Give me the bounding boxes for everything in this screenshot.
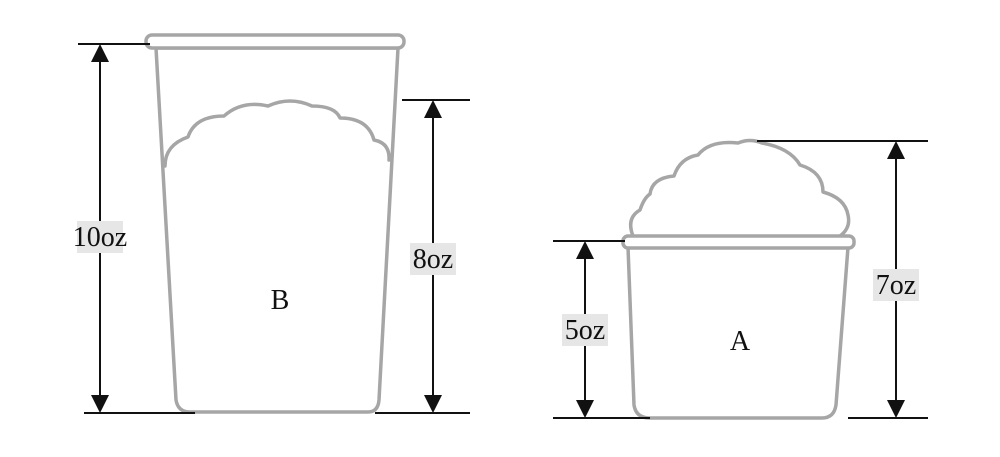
cup-b-height-label: 10oz <box>73 222 127 253</box>
cup-a-popcorn-top <box>628 138 851 238</box>
cup-b-rim <box>144 33 406 50</box>
cup-a-height-dimension: 5oz <box>553 240 650 419</box>
cup-b-popcorn-label-bg <box>410 243 456 275</box>
cup-b-height-label-bg <box>77 221 123 253</box>
up-arrow-icon <box>576 241 594 259</box>
cup-b-letter: B <box>271 285 290 316</box>
up-arrow-icon <box>424 100 442 118</box>
cup-a-popcorn-label-bg <box>873 269 919 301</box>
cup-b-height-dimension: 10oz <box>73 43 195 414</box>
cup-b: B <box>144 33 406 414</box>
down-arrow-icon <box>887 400 905 418</box>
cup-a-height-label-bg <box>562 314 608 346</box>
down-arrow-icon <box>91 395 109 413</box>
cup-a-popcorn-dimension: 7oz <box>757 140 928 419</box>
cup-b-popcorn-dimension: 8oz <box>375 99 470 414</box>
cup-a: A <box>621 138 856 420</box>
down-arrow-icon <box>424 395 442 413</box>
cup-a-letter: A <box>730 326 751 357</box>
down-arrow-icon <box>576 400 594 418</box>
up-arrow-icon <box>887 141 905 159</box>
cup-a-body <box>626 245 850 420</box>
cup-b-body <box>154 46 400 414</box>
up-arrow-icon <box>91 44 109 62</box>
cup-a-popcorn-label: 7oz <box>876 270 916 301</box>
cup-b-popcorn-label: 8oz <box>413 244 453 275</box>
cup-a-rim <box>621 234 856 250</box>
cup-b-popcorn-top <box>163 99 391 168</box>
cup-a-height-label: 5oz <box>565 315 605 346</box>
